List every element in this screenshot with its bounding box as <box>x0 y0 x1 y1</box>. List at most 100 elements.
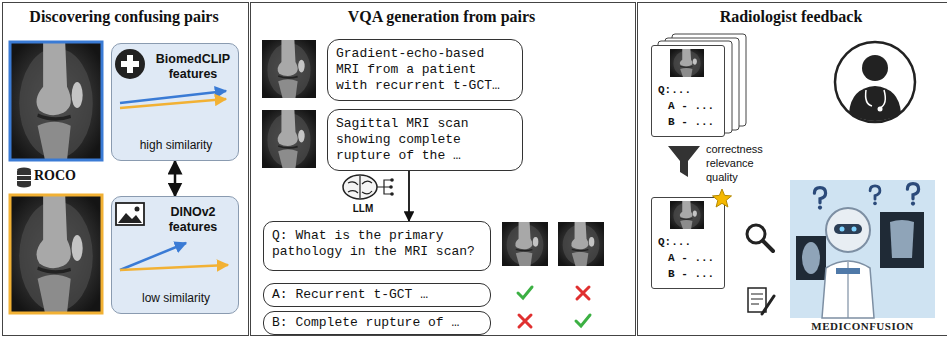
funnel-icon <box>668 146 700 177</box>
label-slot: ROCO <box>34 168 94 184</box>
doctor-icon <box>835 42 915 122</box>
answer-box: B: Complete rupture of … <box>263 311 491 335</box>
medical-cross-icon <box>127 55 133 73</box>
robot-doctor-image <box>834 224 862 234</box>
brain-icon <box>343 175 394 199</box>
robot-doctor-image <box>814 188 825 210</box>
doctor-icon <box>878 107 883 112</box>
label-slot: correctness <box>706 143 796 155</box>
check-mark <box>518 287 532 298</box>
doctor-icon <box>835 42 915 122</box>
brain-icon <box>348 176 372 198</box>
text-slot: A - ... <box>668 252 722 264</box>
mri-image-blue <box>10 42 102 160</box>
brain-icon <box>377 180 392 194</box>
database-icon <box>17 171 31 175</box>
robot-doctor-image <box>796 236 826 280</box>
image-icon <box>118 213 142 223</box>
question-card: Q:... A - ... B - ... <box>651 197 725 289</box>
magnifier-icon <box>763 241 773 251</box>
robot-doctor-image <box>802 242 820 274</box>
card-line: B - ... <box>668 116 722 128</box>
medical-cross-icon <box>115 49 145 79</box>
card-line: B - ... <box>668 268 722 280</box>
database-icon <box>17 168 31 188</box>
text-slot: Radiologist feedback <box>638 8 944 26</box>
feature-vectors-high <box>120 91 226 103</box>
node-text: Gradient-echo-based MRI from a patient w… <box>336 46 514 94</box>
cross-mark <box>577 287 589 299</box>
mri-thumbnail <box>262 40 316 98</box>
panel-title: Discovering confusing pairs <box>3 8 245 26</box>
document-edit-icon <box>762 296 774 314</box>
robot-doctor-image <box>870 186 880 205</box>
caption-box: Gradient-echo-based MRI from a patient w… <box>327 39 523 101</box>
similarity-note: high similarity <box>116 138 236 152</box>
dataset-name: ROCO <box>34 168 94 184</box>
medical-cross-icon <box>115 49 145 79</box>
node-text: Q: What is the primary pathology in the … <box>272 228 482 260</box>
mri-image-orange <box>10 195 102 313</box>
document-edit-icon <box>748 288 766 312</box>
feature-box: DINOv2 features low similarity <box>111 196 239 314</box>
text-slot: B - ... <box>668 268 722 280</box>
node-text: Sagittal MRI scan showing complete ruptu… <box>336 116 514 164</box>
card-thumbnail <box>670 201 704 229</box>
text-slot: B - ... <box>668 116 722 128</box>
robot-doctor-image <box>790 180 935 318</box>
funnel-icon <box>668 146 700 177</box>
feature-name: DINOv2 features <box>150 205 236 235</box>
mri-image-orange <box>10 195 102 313</box>
robot-doctor-image <box>847 262 848 318</box>
filter-criterion: correctness <box>706 143 796 155</box>
robot-doctor-image <box>840 227 845 232</box>
panel: VQA generation from pairsGradient-echo-b… <box>250 2 636 336</box>
filter-criterion: quality <box>706 171 796 183</box>
magnifier-icon <box>747 225 765 243</box>
feature-vectors-high <box>120 99 226 108</box>
mri-thumbnail <box>558 222 604 266</box>
doctor-icon <box>849 86 901 121</box>
text-slot: DINOv2 features <box>150 205 236 235</box>
label-slot: quality <box>706 171 796 183</box>
cross-mark <box>519 315 531 327</box>
node-text: A: Recurrent t-GCT … <box>272 287 482 303</box>
caption-box: Sagittal MRI scan showing complete ruptu… <box>327 109 523 171</box>
mri-thumbnail <box>262 110 316 168</box>
feature-name: BiomedCLIP features <box>150 52 236 82</box>
feature-vectors-low <box>120 265 228 270</box>
benchmark-name: MEDICONFUSION <box>790 320 935 332</box>
database-icon <box>17 183 31 188</box>
question-card: Q:... A - ... B - ... <box>651 45 725 137</box>
text-slot: low similarity <box>116 291 236 305</box>
text-slot: Q:... <box>658 236 722 248</box>
card-thumbnail <box>670 49 704 229</box>
text-slot: A - ... <box>668 100 722 112</box>
database-icon <box>17 176 31 180</box>
database-icon <box>17 181 31 185</box>
brain-icon <box>389 185 393 189</box>
robot-doctor-image <box>890 220 914 258</box>
robot-doctor-image <box>880 212 924 268</box>
feature-vectors-high <box>120 91 226 108</box>
brain-icon <box>390 192 394 196</box>
document-edit-icon <box>751 294 763 304</box>
label-slot: relevance <box>706 157 796 169</box>
card-line: Q:... <box>658 84 722 96</box>
answer-box: A: Recurrent t-GCT … <box>263 283 491 307</box>
connector-arrow <box>174 161 177 196</box>
feature-vectors-low <box>120 243 228 270</box>
feature-box: BiomedCLIP features high similarity <box>111 43 239 161</box>
text-slot: BiomedCLIP features <box>150 52 236 82</box>
panel: Radiologist feedbackQ:...A - ...B - ...Q… <box>637 2 947 336</box>
filter-criterion: relevance <box>706 157 796 169</box>
text-slot: VQA generation from pairs <box>251 8 632 26</box>
question-box: Q: What is the primary pathology in the … <box>263 221 491 271</box>
document-edit-icon <box>748 288 774 314</box>
mri-image-blue <box>10 42 102 160</box>
panel-title: VQA generation from pairs <box>251 8 632 26</box>
panel-title: Radiologist feedback <box>638 8 944 26</box>
label-slot: MEDICONFUSION <box>790 320 935 332</box>
doctor-icon <box>866 90 886 108</box>
